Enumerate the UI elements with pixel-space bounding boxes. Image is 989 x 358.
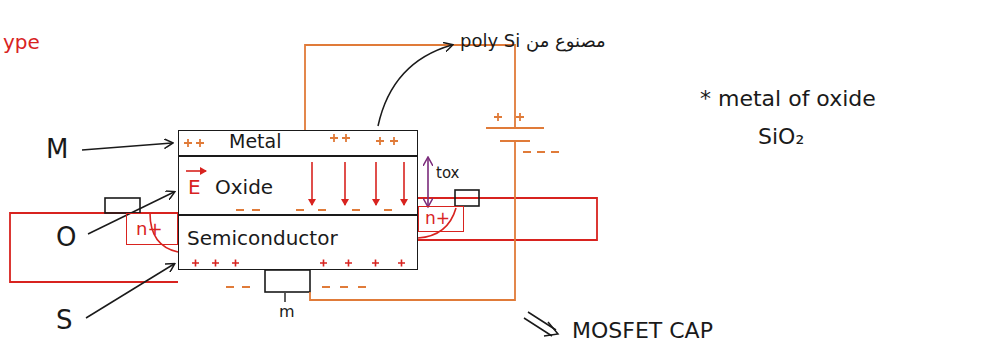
layer-letter: M bbox=[46, 134, 68, 165]
metal-layer: Metal bbox=[178, 130, 418, 156]
contact-label: m bbox=[279, 302, 295, 321]
layer-letter: O bbox=[56, 222, 76, 253]
oxide-layer: E Oxide bbox=[178, 156, 418, 215]
semiconductor-layer: Semiconductor bbox=[178, 215, 418, 270]
oxide-formula: SiO₂ bbox=[758, 124, 804, 150]
layer-letter: S bbox=[56, 305, 73, 336]
node-text: n+ bbox=[425, 208, 450, 228]
node-text: n+ bbox=[136, 218, 163, 240]
thickness-label: tox bbox=[436, 164, 459, 182]
node-text: Semiconductor bbox=[187, 226, 338, 250]
node-text: Oxide bbox=[215, 175, 273, 199]
material-note: مصنوع من poly Si bbox=[460, 30, 606, 52]
device-title: MOSFET CAP bbox=[572, 318, 713, 344]
partial-note: ype bbox=[3, 30, 40, 54]
oxide-note: * metal of oxide bbox=[700, 86, 876, 112]
n-plus-region: n+ bbox=[126, 213, 178, 245]
n-plus-region: n+ bbox=[418, 206, 464, 232]
node-text: E bbox=[188, 175, 201, 199]
node-text: Metal bbox=[229, 130, 281, 153]
